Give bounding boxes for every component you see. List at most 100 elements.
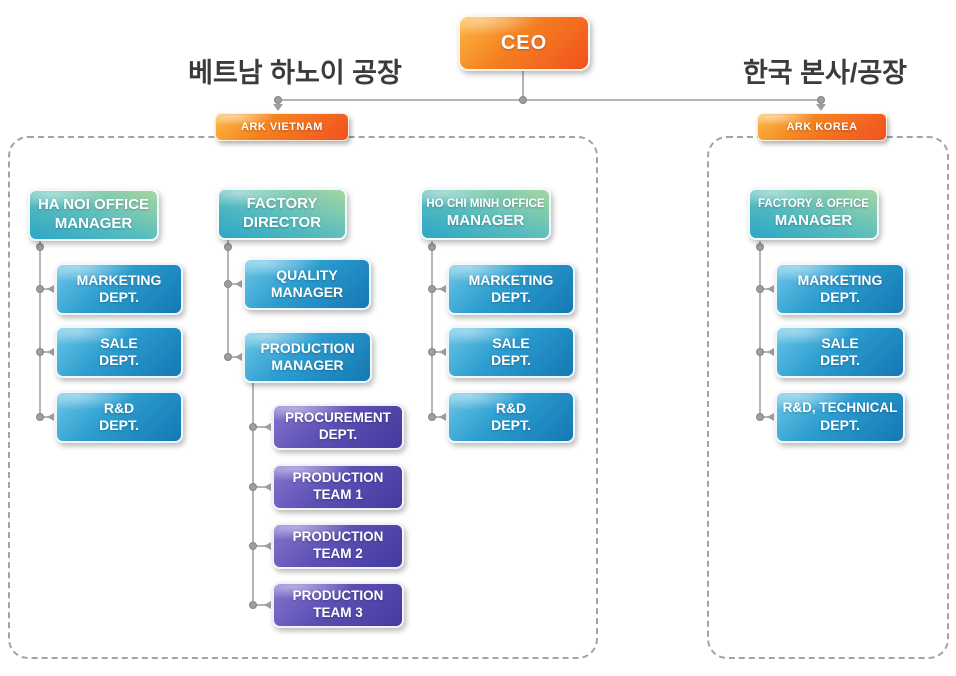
arrow-left-icon: [235, 353, 242, 361]
node-label: MARKETING: [468, 271, 554, 288]
node-label: TEAM 3: [313, 605, 363, 620]
arrow-down-icon: [273, 104, 283, 111]
node-label: DEPT.: [318, 427, 358, 442]
korea-dept-rnd-technical: R&D, TECHNICAL DEPT.: [775, 391, 905, 443]
node-label: PRODUCTION: [260, 339, 355, 356]
node-label: R&D: [103, 399, 135, 416]
node-label: R&D, TECHNICAL: [782, 399, 898, 415]
connector-line: [40, 288, 50, 290]
connector-dot: [36, 285, 44, 293]
arrow-left-icon: [264, 601, 271, 609]
connector-line: [522, 71, 524, 100]
connector-line: [760, 351, 770, 353]
node-label: DEPT.: [99, 417, 139, 433]
connector-line: [40, 416, 50, 418]
node-label: MANAGER: [270, 284, 344, 300]
connector-line: [252, 383, 254, 605]
factory-director-box: FACTORY DIRECTOR: [217, 188, 347, 240]
factory-production-team-3: PRODUCTION TEAM 3: [272, 582, 404, 628]
node-label: HA NOI OFFICE: [37, 196, 150, 214]
ark-vietnam-label: ARK VIETNAM: [241, 121, 323, 133]
arrow-left-icon: [439, 285, 446, 293]
factory-procurement-dept: PROCUREMENT DEPT.: [272, 404, 404, 450]
node-label: SALE: [492, 334, 530, 351]
connector-dot: [249, 423, 257, 431]
hanoi-dept-sale: SALE DEPT.: [55, 326, 183, 378]
factory-production-manager: PRODUCTION MANAGER: [243, 331, 372, 383]
node-label: QUALITY: [276, 266, 338, 283]
connector-dot: [428, 413, 436, 421]
factory-production-team-2: PRODUCTION TEAM 2: [272, 523, 404, 569]
connector-dot: [756, 348, 764, 356]
connector-line: [432, 288, 442, 290]
node-label: R&D: [495, 399, 527, 416]
arrow-left-icon: [264, 483, 271, 491]
connector-dot: [756, 243, 764, 251]
connector-dot: [428, 243, 436, 251]
hcm-dept-rnd: R&D DEPT.: [447, 391, 575, 443]
node-label: DEPT.: [491, 289, 531, 305]
factory-quality-manager: QUALITY MANAGER: [243, 258, 371, 310]
connector-line: [759, 241, 761, 417]
arrow-left-icon: [47, 285, 54, 293]
connector-dot: [224, 353, 232, 361]
connector-dot: [428, 348, 436, 356]
node-label: DEPT.: [820, 289, 860, 305]
connector-line: [760, 288, 770, 290]
node-label: DEPT.: [491, 352, 531, 368]
node-label: PRODUCTION: [292, 470, 384, 486]
arrow-left-icon: [439, 413, 446, 421]
connector-line: [227, 240, 229, 357]
node-label: MANAGER: [446, 211, 525, 229]
node-label: DEPT.: [99, 289, 139, 305]
node-label: MANAGER: [54, 215, 133, 232]
node-label: PRODUCTION: [292, 588, 384, 604]
connector-line: [253, 604, 267, 606]
korea-dept-sale: SALE DEPT.: [775, 326, 905, 378]
arrow-left-icon: [235, 280, 242, 288]
ark-vietnam-badge: ARK VIETNAM: [215, 113, 349, 141]
arrow-left-icon: [439, 348, 446, 356]
connector-line: [760, 416, 770, 418]
arrow-left-icon: [47, 413, 54, 421]
node-label: PROCUREMENT: [285, 410, 391, 426]
hanoi-dept-rnd: R&D DEPT.: [55, 391, 183, 443]
node-label: SALE: [100, 334, 138, 351]
korea-section-title: 한국 본사/공장: [742, 58, 908, 88]
node-label: MANAGER: [774, 211, 853, 229]
node-label: MARKETING: [797, 271, 883, 288]
connector-dot: [274, 96, 282, 104]
connector-dot: [36, 243, 44, 251]
arrow-left-icon: [264, 542, 271, 550]
connector-line: [228, 356, 238, 358]
connector-dot: [224, 243, 232, 251]
node-label: DEPT.: [99, 352, 139, 368]
connector-line: [278, 99, 821, 101]
arrow-left-icon: [47, 348, 54, 356]
node-label: MANAGER: [271, 357, 344, 373]
node-label: FACTORY & OFFICE: [758, 198, 869, 211]
connector-dot: [249, 601, 257, 609]
vietnam-section-title: 베트남 하노이 공장: [188, 58, 402, 88]
connector-dot: [519, 96, 527, 104]
connector-dot: [756, 413, 764, 421]
node-label: TEAM 1: [313, 487, 363, 502]
factory-production-team-1: PRODUCTION TEAM 1: [272, 464, 404, 510]
ceo-box: CEO: [458, 15, 590, 71]
connector-line: [40, 351, 50, 353]
connector-line: [431, 241, 433, 417]
connector-line: [228, 283, 238, 285]
arrow-left-icon: [767, 348, 774, 356]
arrow-down-icon: [816, 104, 826, 111]
connector-line: [432, 351, 442, 353]
node-label: DEPT.: [820, 416, 860, 433]
korea-office-manager-box: FACTORY & OFFICE MANAGER: [748, 188, 879, 240]
node-label: DIRECTOR: [242, 214, 322, 231]
connector-line: [253, 545, 267, 547]
connector-dot: [428, 285, 436, 293]
connector-dot: [249, 542, 257, 550]
connector-dot: [756, 285, 764, 293]
arrow-left-icon: [767, 285, 774, 293]
node-label: PRODUCTION: [292, 529, 384, 545]
